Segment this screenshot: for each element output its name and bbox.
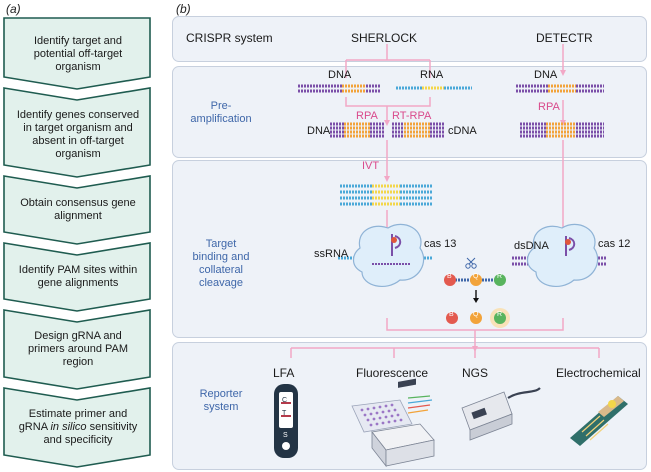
ssrna-label: ssRNA [314, 248, 349, 260]
band-title-pre-amplification: Pre-amplification [190, 100, 252, 125]
fluorescence-curves-icon [407, 395, 433, 414]
scissors-icon [465, 257, 477, 269]
workflow-arrows [3, 17, 151, 468]
cleaved-r-letter: R [497, 311, 503, 318]
rt-rpa-label: RT-RPA [392, 110, 432, 122]
panel-b-label: (b) [176, 2, 191, 16]
cleaved-q [470, 312, 482, 324]
reporter-r-letter: R [497, 273, 503, 280]
reporter-q [470, 274, 482, 286]
connector-pre-merge [345, 97, 431, 122]
reporter-electrochemical-label: Electrochemical [556, 366, 641, 380]
workflow-step-4-shape [3, 242, 151, 312]
reporter-q-letter: Q [473, 273, 479, 280]
cas13-active-site [391, 237, 397, 243]
strand-ivt-rna [340, 184, 372, 206]
band-title-crispr: CRISPR system [186, 31, 273, 45]
strand-amplified-cdna [392, 122, 404, 138]
workflow-step-3-shape [3, 175, 151, 245]
workflow-step-6-shape [3, 387, 151, 468]
workflow-step-1-shape [3, 17, 151, 90]
strand-amplified-right [520, 122, 546, 138]
sherlock-label: SHERLOCK [351, 31, 418, 45]
workflow-step-2-shape [3, 87, 151, 178]
cas12-active-site [565, 239, 571, 245]
strip-c-letter: C [282, 397, 288, 404]
band-crispr-system [172, 16, 647, 62]
workflow-step-5-shape [3, 309, 151, 390]
cas12-protein [526, 223, 599, 288]
cas13-label: cas 13 [424, 238, 457, 250]
dna-left-label: DNA [328, 69, 352, 81]
cleaved-q-letter: Q [473, 311, 479, 318]
strip-s-letter: S [283, 432, 288, 439]
reporter-fluorescence-label: Fluorescence [356, 366, 429, 380]
ivt-label: IVT [362, 160, 380, 172]
cas12-grna [565, 236, 576, 256]
rpa-left-label: RPA [356, 110, 378, 122]
cleaved-b [446, 312, 458, 324]
lfa-strip-icon [274, 384, 298, 458]
cdna-label: cDNA [448, 125, 477, 137]
rna-label: RNA [420, 69, 444, 81]
band-pre-amplification [172, 66, 647, 158]
cas13-grna [391, 234, 402, 256]
reporter-r-fluor [494, 274, 506, 286]
connector-reporter-split [290, 347, 600, 358]
fluorescence-plate-icon [351, 399, 413, 433]
reporter-ngs-label: NGS [462, 366, 489, 380]
ngs-sequencer-icon [461, 387, 541, 441]
strand-amplified-left [330, 122, 344, 138]
reporter-b-letter: B [447, 273, 452, 280]
detectr-label: DETECTR [536, 31, 593, 45]
cleaved-b-letter: B [449, 311, 454, 318]
connector-sherlock-split [345, 59, 431, 78]
electrochemical-strip-icon [570, 396, 628, 446]
strip-t-letter: T [282, 410, 287, 417]
panel-a-label: (a) [6, 2, 21, 16]
reporter-lfa-label: LFA [273, 366, 295, 380]
reporter-b-quencher [444, 274, 456, 286]
rpa-right-label: RPA [538, 101, 560, 113]
dsdna-label: dsDNA [514, 240, 549, 252]
cas13-protein [352, 223, 425, 288]
cas12-label: cas 12 [598, 238, 631, 250]
reporter-molecule [444, 274, 506, 286]
connector-reporter-merge [386, 318, 564, 348]
plate-reader-icon [371, 378, 435, 468]
cleaved-r [494, 312, 506, 324]
dna-right-label: DNA [534, 69, 558, 81]
dna-amplified-label: DNA [307, 125, 331, 137]
